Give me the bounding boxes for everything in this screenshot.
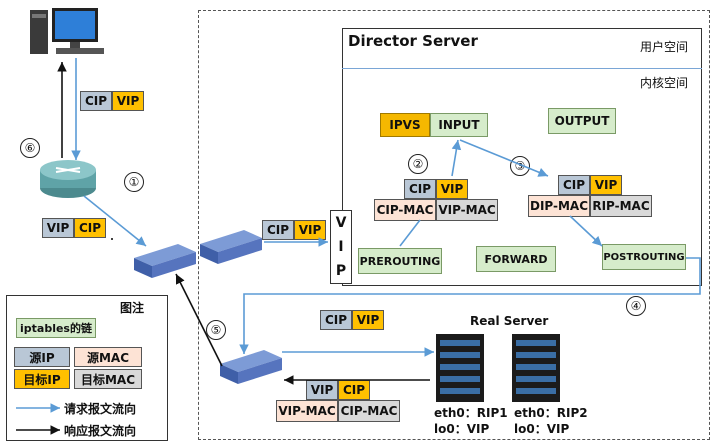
chain-prerouting: PREROUTING: [358, 248, 442, 274]
step2-src-ip: CIP: [404, 179, 436, 199]
step3-dst-ip: VIP: [590, 175, 622, 195]
rs2-lo: lo0：VIP: [514, 422, 570, 436]
step3-dst-mac: RIP-MAC: [590, 195, 652, 217]
step2-src-mac: CIP-MAC: [374, 199, 436, 221]
legend-request: 请求报文流向: [64, 402, 137, 416]
to-rs-src: CIP: [320, 310, 352, 330]
user-space-label: 用户空间: [640, 40, 689, 54]
router-icon: [40, 160, 96, 198]
rs2-eth: eth0：RIP2: [514, 406, 588, 420]
switch-right-icon: [200, 230, 262, 264]
client-reply-src: CIP: [80, 91, 112, 111]
legend-src-ip: 源IP: [14, 347, 70, 367]
vip-letter-i: I: [338, 239, 344, 255]
switch-rs-icon: [220, 350, 282, 384]
step-1: ①: [124, 172, 144, 192]
rs-reply-dst-mac: CIP-MAC: [338, 400, 400, 422]
legend-chain: iptables的链: [16, 318, 96, 338]
step2-dst-mac: VIP-MAC: [436, 199, 498, 221]
vip-letter-v: V: [335, 215, 347, 231]
director-title: Director Server: [348, 32, 478, 50]
rs1-lo: lo0：VIP: [434, 422, 490, 436]
server-rs2-icon: [512, 334, 560, 402]
chain-ipvs: IPVS: [380, 113, 430, 137]
step3-src-mac: DIP-MAC: [528, 195, 590, 217]
chain-forward: FORWARD: [476, 246, 556, 272]
chain-input: INPUT: [430, 113, 488, 137]
legend-src-mac: 源MAC: [74, 347, 142, 367]
rs1-eth: eth0：RIP1: [434, 406, 508, 420]
director-dashed-region: [198, 10, 710, 440]
chain-postrouting: POSTROUTING: [602, 244, 686, 270]
step-2: ②: [408, 154, 428, 174]
router-request-dst: CIP: [74, 218, 106, 238]
to-rs-dst: VIP: [352, 310, 384, 330]
step-4: ④: [626, 296, 646, 316]
rs-reply-src-ip: VIP: [306, 380, 338, 400]
rs-reply-dst-ip: CIP: [338, 380, 370, 400]
switch-left-icon: [134, 244, 196, 278]
client-computer-icon: [30, 8, 104, 54]
step2-dst-ip: VIP: [436, 179, 468, 199]
kernel-space-label: 内核空间: [640, 76, 689, 90]
step-5: ⑤: [206, 320, 226, 340]
server-rs1-icon: [436, 334, 484, 402]
real-server-title: Real Server: [470, 314, 549, 328]
step-3: ③: [510, 156, 530, 176]
vip-letter-p: P: [335, 263, 347, 279]
client-reply-dst: VIP: [112, 91, 144, 111]
step3-src-ip: CIP: [558, 175, 590, 195]
user-kernel-divider: [342, 68, 702, 69]
router-request-src: VIP: [42, 218, 74, 238]
to-vip-src: CIP: [262, 220, 294, 240]
legend-dst-ip: 目标IP: [14, 369, 70, 389]
legend-response: 响应报文流向: [64, 424, 137, 438]
legend-title: 图注: [120, 301, 145, 315]
to-vip-dst: VIP: [294, 220, 326, 240]
rs-reply-src-mac: VIP-MAC: [276, 400, 338, 422]
legend-dst-mac: 目标MAC: [74, 369, 142, 389]
step-6: ⑥: [20, 138, 40, 158]
vip-interface: V I P: [330, 210, 352, 284]
chain-output: OUTPUT: [548, 108, 616, 134]
